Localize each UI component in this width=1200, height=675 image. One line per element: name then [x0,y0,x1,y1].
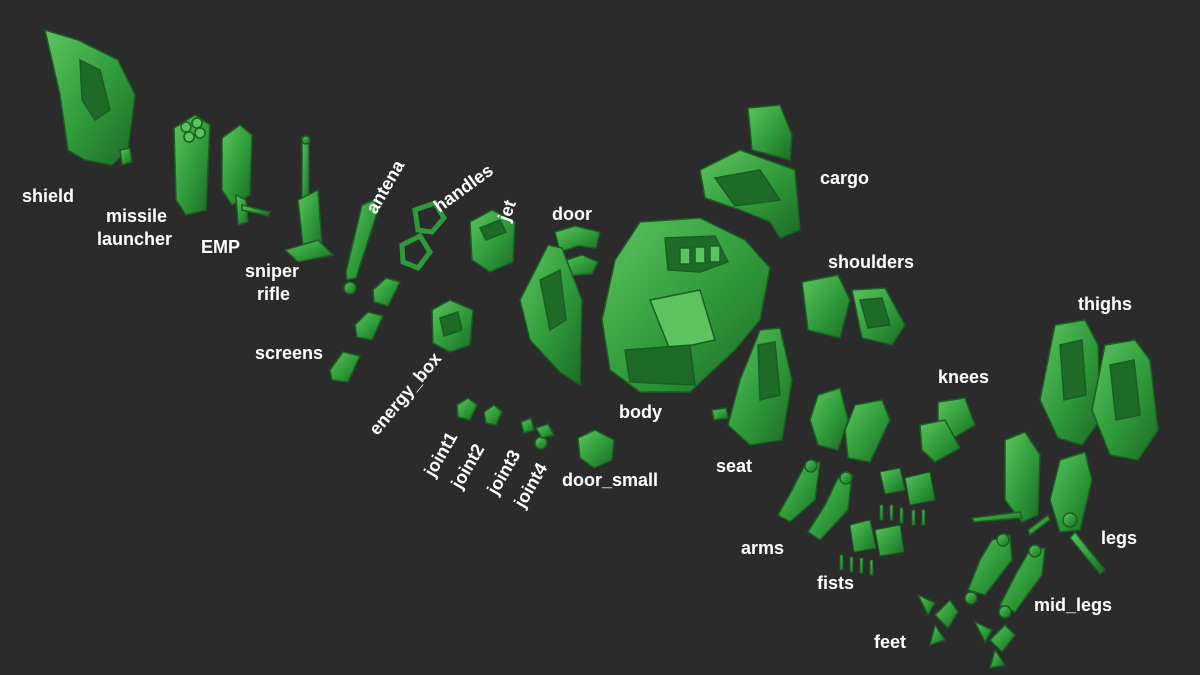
energy-box-part [432,300,473,352]
screens-part [330,278,400,382]
label-fists: fists [817,573,854,594]
label-missile-1: missile [106,206,167,227]
emp-part [222,125,270,225]
label-mid-legs: mid_legs [1034,595,1112,616]
handles-part [402,203,444,268]
missile-launcher-part [174,115,210,215]
door-part [520,226,600,385]
antena-part [344,200,378,294]
shield-part [45,30,135,165]
sniper-rifle-part [285,136,333,262]
label-feet: feet [874,632,906,653]
label-body: body [619,402,662,423]
label-missile-2: launcher [97,229,172,250]
knees-part [920,398,975,462]
label-sniper-2: rifle [257,284,290,305]
door-small-part [578,430,614,468]
mid-legs-part [965,534,1045,618]
label-arms: arms [741,538,784,559]
label-shield: shield [22,186,74,207]
shoulders-part [802,275,905,345]
label-sniper-1: sniper [245,261,299,282]
label-seat: seat [716,456,752,477]
arms-part [778,388,890,540]
label-door-small: door_small [562,470,658,491]
label-shoulders: shoulders [828,252,914,273]
label-thighs: thighs [1078,294,1132,315]
label-screens: screens [255,343,323,364]
label-emp: EMP [201,237,240,258]
body-part [602,218,770,392]
label-cargo: cargo [820,168,869,189]
label-legs: legs [1101,528,1137,549]
label-knees: knees [938,367,989,388]
thighs-part [1040,320,1158,460]
label-door: door [552,204,592,225]
cargo-part [700,105,800,238]
fists-part [840,468,935,575]
